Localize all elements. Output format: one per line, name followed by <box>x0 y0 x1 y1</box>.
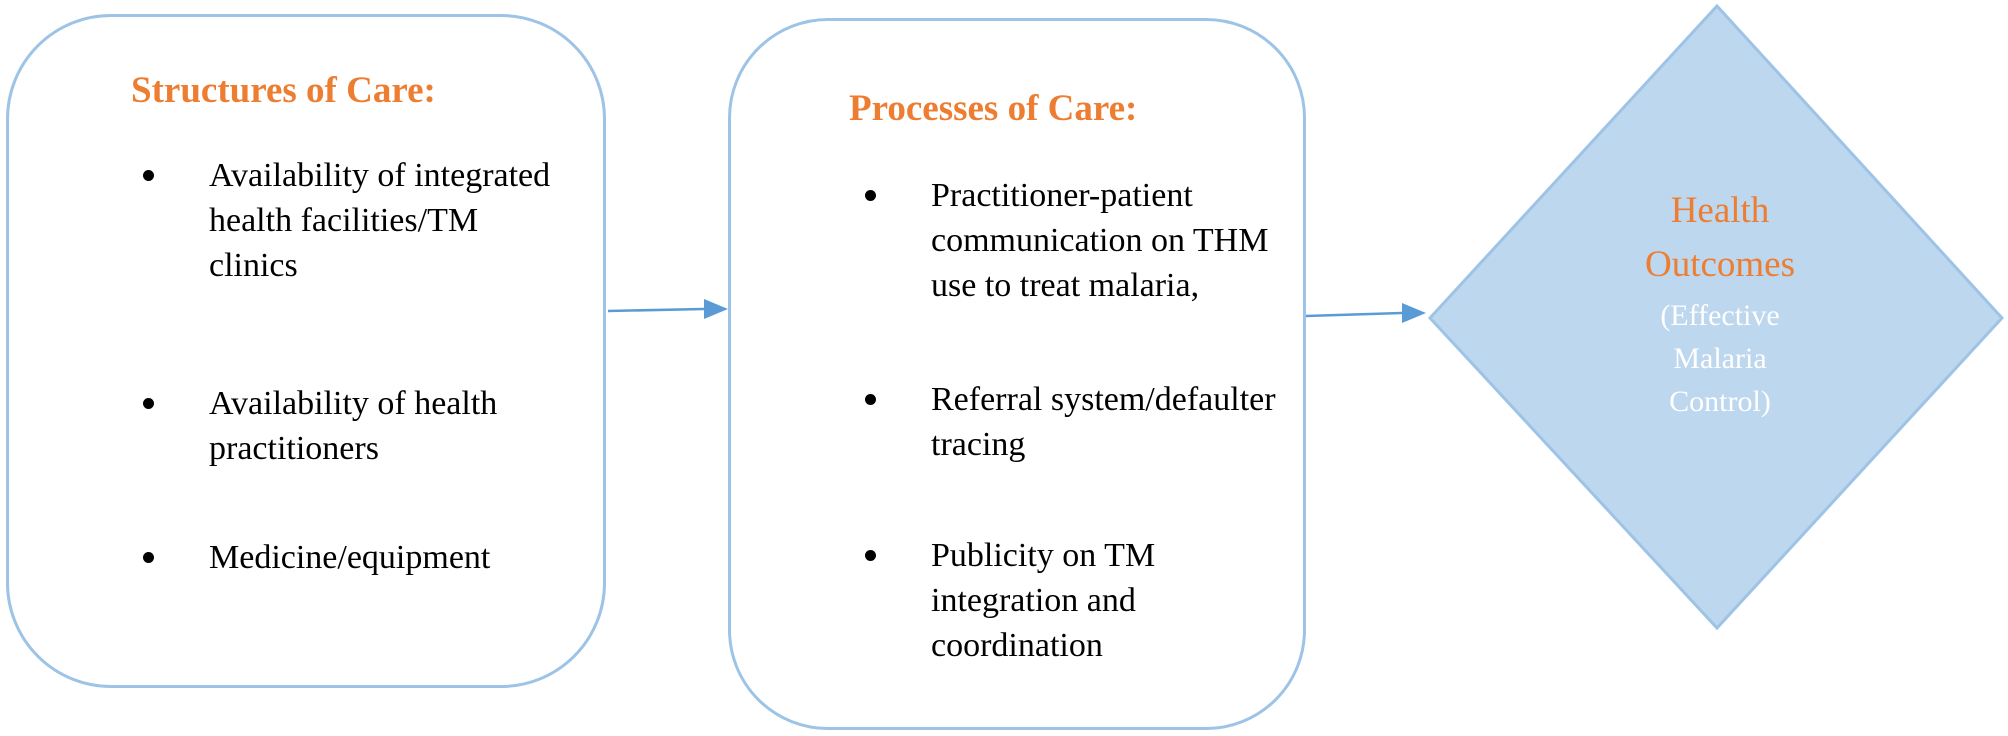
outcome-title-text: Health Outcomes <box>1644 190 1796 285</box>
list-item-text: Referral system/defaulter tracing <box>931 381 1276 463</box>
list-item-text: Practitioner-patient communication on TH… <box>931 177 1269 304</box>
arrow-processes-to-outcome <box>1305 303 1426 323</box>
list-item-text: Medicine/equipment <box>209 539 491 576</box>
list-item: Availability of integrated health facili… <box>143 153 569 288</box>
list-item-text: Availability of health practitioners <box>209 385 498 467</box>
list-item-text: Publicity on TM integration and coordina… <box>931 537 1156 664</box>
outcome-subtitle-text: (Effective Malaria Control) <box>1660 299 1780 418</box>
bullet-icon <box>865 190 876 201</box>
list-item: Referral system/defaulter tracing <box>865 377 1291 467</box>
list-item: Availability of health practitioners <box>143 381 569 471</box>
outcome-title: Health Outcomes <box>1600 184 1840 292</box>
arrow-structures-to-processes <box>607 299 728 319</box>
list-item: Publicity on TM integration and coordina… <box>865 533 1291 668</box>
processes-of-care-box: Processes of Care: Practitioner-patient … <box>728 18 1306 730</box>
outcome-subtitle: (Effective Malaria Control) <box>1600 294 1840 423</box>
structures-of-care-box: Structures of Care: Availability of inte… <box>6 14 606 688</box>
bullet-icon <box>143 170 154 181</box>
bullet-icon <box>865 394 876 405</box>
structures-title: Structures of Care: <box>131 70 436 111</box>
processes-title: Processes of Care: <box>849 88 1138 129</box>
list-item: Practitioner-patient communication on TH… <box>865 173 1291 308</box>
bullet-icon <box>143 398 154 409</box>
outcome-diamond <box>1427 3 2005 631</box>
list-item-text: Availability of integrated health facili… <box>209 157 551 284</box>
list-item: Medicine/equipment <box>143 535 569 580</box>
bullet-icon <box>865 550 876 561</box>
bullet-icon <box>143 552 154 563</box>
